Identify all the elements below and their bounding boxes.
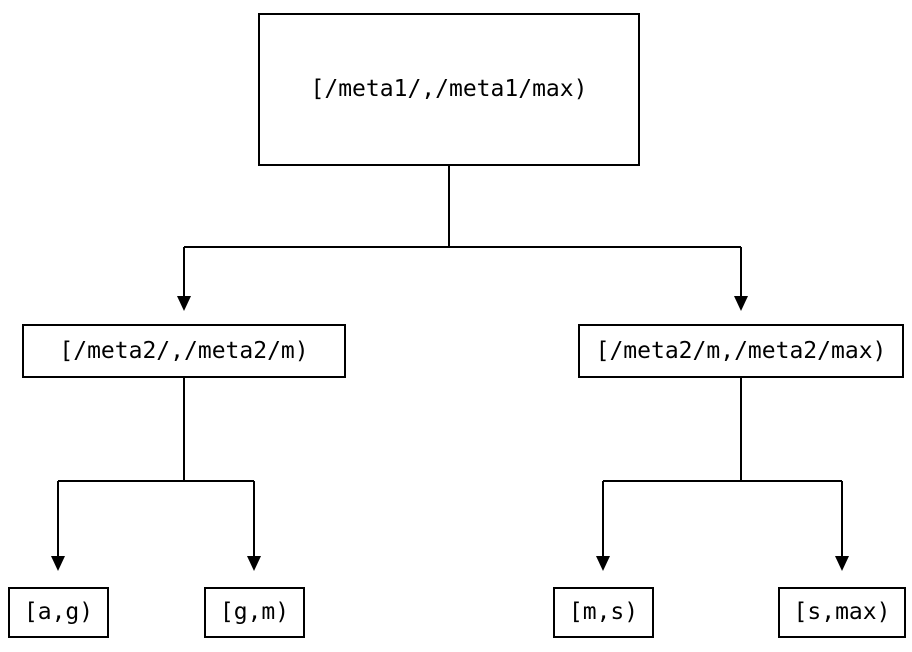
arrowhead-to-meta2-low	[177, 296, 191, 311]
node-leaf-gm: [g,m)	[204, 587, 305, 638]
arrowhead-to-meta2-high	[734, 296, 748, 311]
arrowhead-to-leaf-gm	[247, 556, 261, 571]
node-leaf-ag: [a,g)	[8, 587, 109, 638]
edge-meta2low-to-leaves	[57, 378, 255, 557]
arrowhead-to-leaf-ms	[596, 556, 610, 571]
node-leaf-ms: [m,s)	[553, 587, 654, 638]
node-root: [/meta1/,/meta1/max)	[258, 13, 640, 166]
node-meta2-low: [/meta2/,/meta2/m)	[22, 324, 346, 378]
arrowhead-to-leaf-ag	[51, 556, 65, 571]
node-leaf-smax: [s,max)	[778, 587, 906, 638]
edge-meta2high-to-leaves	[602, 378, 843, 557]
edge-root-to-level1	[183, 165, 742, 298]
arrowhead-to-leaf-smax	[835, 556, 849, 571]
node-meta2-high: [/meta2/m,/meta2/max)	[578, 324, 904, 378]
